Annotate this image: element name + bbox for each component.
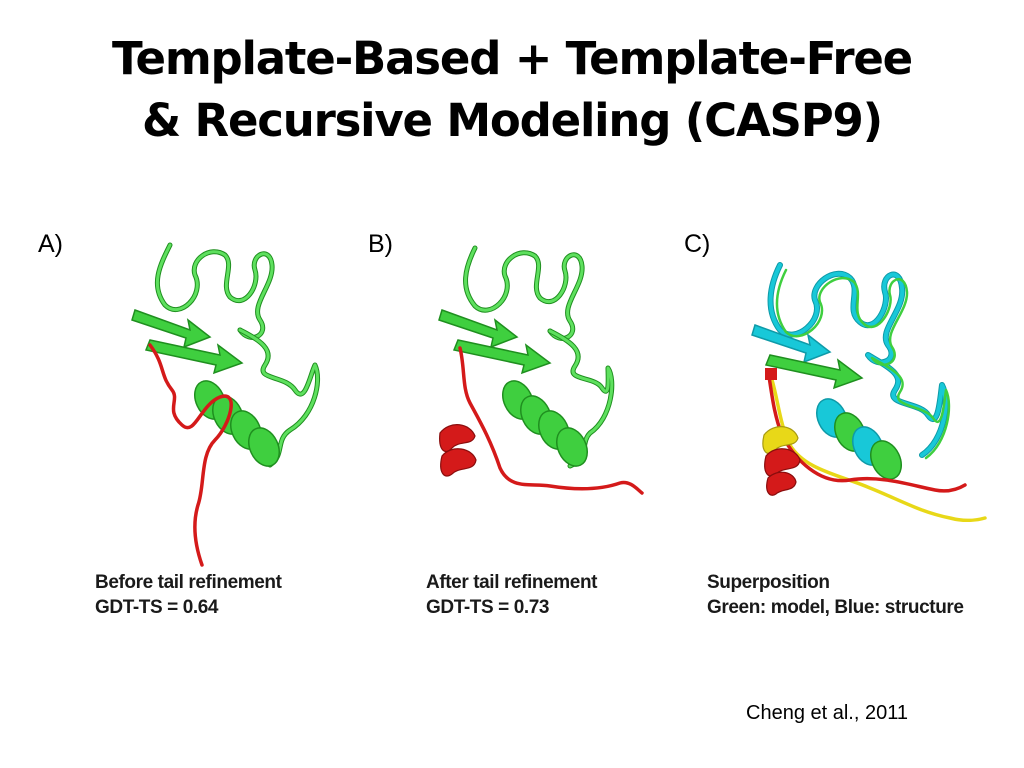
panel-a-tail (148, 343, 233, 567)
panel-b-helix (502, 380, 588, 467)
panel-b-beta-strand (438, 309, 519, 349)
panel-b-protein-image (438, 245, 644, 495)
panel-c-tail-helix (762, 426, 801, 496)
panel-b-tail-helix (439, 424, 477, 477)
slide-title: Template-Based + Template-Free & Recursi… (0, 28, 1024, 152)
panel-c-helix (816, 398, 902, 480)
panel-b-caption: After tail refinement GDT-TS = 0.73 (426, 570, 597, 620)
slide-title-line-2: & Recursive Modeling (CASP9) (142, 94, 883, 147)
panel-b-tail (458, 346, 644, 495)
panel-c-label: C) (684, 230, 711, 258)
panel-c-beta-strand (751, 324, 832, 364)
panel-b-caption-line-2: GDT-TS = 0.73 (426, 597, 550, 618)
panel-b-label: B) (368, 230, 393, 258)
panel-a-caption: Before tail refinement GDT-TS = 0.64 (95, 570, 282, 620)
panel-c-protein-image (751, 262, 987, 523)
panel-c-model-tail (766, 368, 967, 493)
panel-b-beta-strand (452, 339, 552, 375)
panel-c-model-coil (775, 268, 951, 460)
panel-b-caption-line-1: After tail refinement (426, 572, 598, 593)
panel-a-caption-line-2: GDT-TS = 0.64 (95, 597, 219, 618)
citation-credit: Cheng et al., 2011 (746, 702, 908, 724)
panel-a-helix (194, 380, 280, 467)
panel-a-caption-line-1: Before tail refinement (95, 572, 282, 593)
panel-a-label: A) (38, 230, 63, 258)
panel-a-protein-image (131, 242, 320, 567)
panel-c-beta-strand (764, 354, 864, 390)
panel-c-tail-marker (765, 368, 777, 380)
panel-c-caption-line-2: Green: model, Blue: structure (707, 597, 964, 618)
panel-c-caption-line-1: Superposition (707, 572, 830, 593)
panel-a-beta-strand (144, 339, 244, 375)
panel-a-beta-strand (131, 309, 212, 349)
panel-c-caption: Superposition Green: model, Blue: struct… (707, 570, 964, 620)
slide-title-line-1: Template-Based + Template-Free (112, 32, 913, 85)
